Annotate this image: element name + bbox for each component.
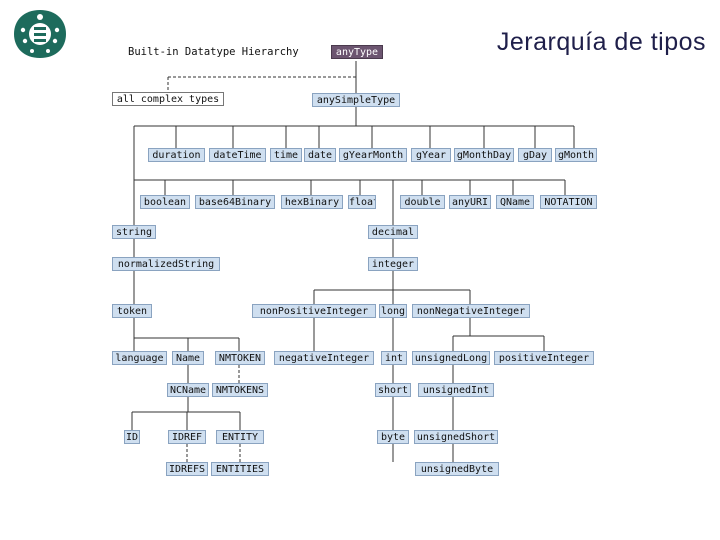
node-double: double xyxy=(400,195,445,209)
node-string: string xyxy=(112,225,156,239)
slide-title: Jerarquía de tipos xyxy=(496,28,706,56)
node-gMonth: gMonth xyxy=(555,148,597,162)
node-NMTOKENS: NMTOKENS xyxy=(212,383,268,397)
node-IDREFS: IDREFS xyxy=(166,462,208,476)
node-positiveInteger: positiveInteger xyxy=(494,351,594,365)
node-NMTOKEN: NMTOKEN xyxy=(215,351,265,365)
node-gYearMonth: gYearMonth xyxy=(339,148,407,162)
node-negativeInteger: negativeInteger xyxy=(274,351,374,365)
node-date: date xyxy=(304,148,336,162)
node-anyType: anyType xyxy=(331,45,383,59)
node-unsignedInt: unsignedInt xyxy=(418,383,494,397)
node-long: long xyxy=(379,304,407,318)
node-normalizedString: normalizedString xyxy=(112,257,220,271)
node-NCName: NCName xyxy=(167,383,209,397)
node-unsignedShort: unsignedShort xyxy=(414,430,498,444)
node-byte: byte xyxy=(377,430,409,444)
university-crest-icon xyxy=(14,10,66,58)
node-decimal: decimal xyxy=(368,225,418,239)
node-gDay: gDay xyxy=(518,148,552,162)
node-boolean: boolean xyxy=(140,195,190,209)
node-integer: integer xyxy=(368,257,418,271)
node-anySimpleType: anySimpleType xyxy=(312,93,400,107)
node-gMonthDay: gMonthDay xyxy=(454,148,514,162)
node-int: int xyxy=(381,351,407,365)
node-ENTITIES: ENTITIES xyxy=(211,462,269,476)
node-anyURI: anyURI xyxy=(449,195,491,209)
node-unsignedLong: unsignedLong xyxy=(412,351,490,365)
node-language: language xyxy=(112,351,167,365)
node-float: float xyxy=(348,195,376,209)
node-gYear: gYear xyxy=(411,148,451,162)
node-ENTITY: ENTITY xyxy=(216,430,264,444)
node-unsignedByte: unsignedByte xyxy=(415,462,499,476)
node-nonPositiveInteger: nonPositiveInteger xyxy=(252,304,376,318)
node-hexBinary: hexBinary xyxy=(281,195,343,209)
node-all-complex-types: all complex types xyxy=(112,92,224,106)
node-ID: ID xyxy=(124,430,140,444)
node-NOTATION: NOTATION xyxy=(540,195,597,209)
node-duration: duration xyxy=(148,148,205,162)
node-IDREF: IDREF xyxy=(168,430,206,444)
node-dateTime: dateTime xyxy=(209,148,266,162)
diagram-caption: Built-in Datatype Hierarchy xyxy=(128,46,299,58)
node-nonNegativeInteger: nonNegativeInteger xyxy=(412,304,530,318)
node-base64Binary: base64Binary xyxy=(195,195,275,209)
node-short: short xyxy=(375,383,411,397)
node-QName: QName xyxy=(496,195,534,209)
node-time: time xyxy=(270,148,302,162)
node-Name: Name xyxy=(172,351,204,365)
node-token: token xyxy=(112,304,152,318)
